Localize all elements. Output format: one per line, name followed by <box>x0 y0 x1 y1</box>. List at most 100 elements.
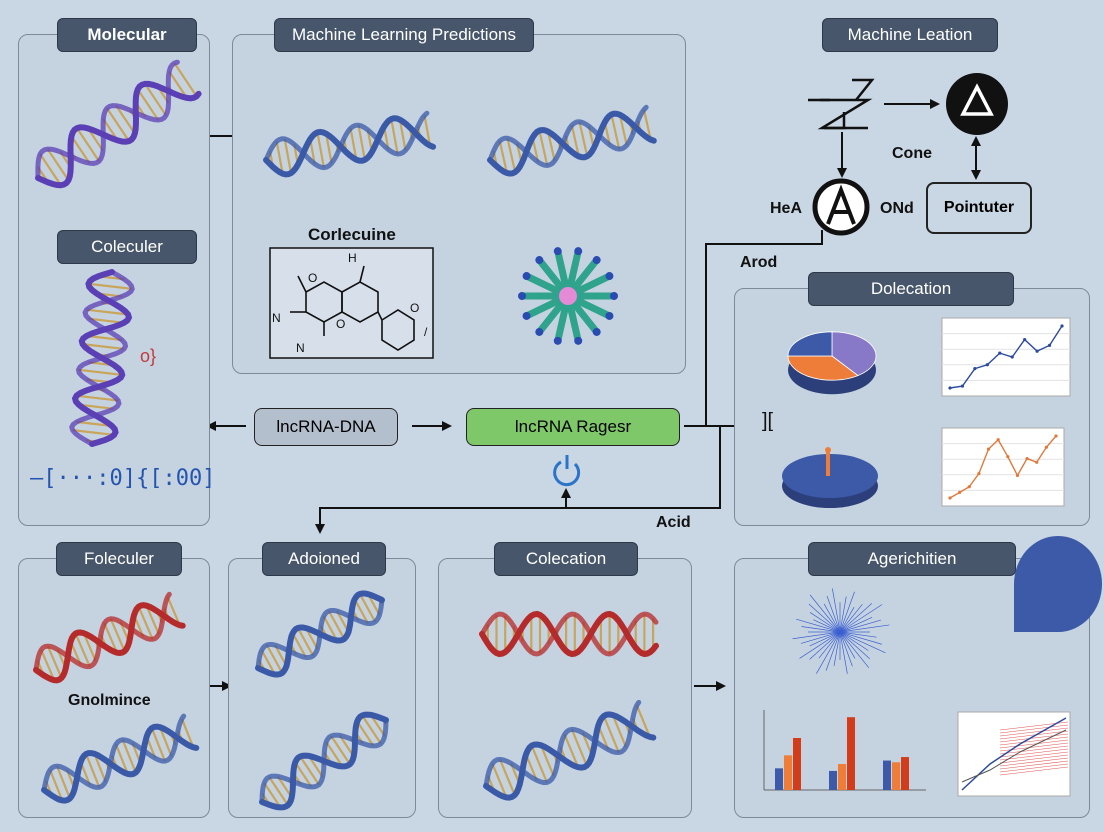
panel-title-coleculer: Coleculer <box>57 230 197 264</box>
burst-ray <box>809 612 841 633</box>
pie-slice <box>787 331 833 357</box>
data-point <box>1023 337 1027 342</box>
series-line <box>949 435 1057 499</box>
burst-ray <box>839 616 873 633</box>
burst-ray <box>839 631 886 654</box>
data-point <box>1054 434 1058 438</box>
acid-label: Acid <box>656 514 691 531</box>
line-chart-bottom <box>941 427 1065 507</box>
zigzag-icon <box>808 78 875 130</box>
burst-ray <box>813 619 841 633</box>
dna-helix-icon <box>255 590 385 678</box>
svg-text:/: / <box>424 325 428 339</box>
refresh-icon[interactable] <box>553 455 581 487</box>
burst-ray <box>839 631 882 645</box>
hatch-line <box>999 733 1069 743</box>
trend-chart <box>957 711 1071 797</box>
burst-ray <box>826 595 841 633</box>
burst-ray <box>831 588 841 633</box>
data-point <box>1010 355 1014 359</box>
hea-label: HeA <box>770 200 803 217</box>
burst-ray <box>809 631 841 660</box>
hatch-line <box>999 760 1069 770</box>
burst-ray <box>839 631 870 668</box>
data-point <box>958 490 962 494</box>
hatch-line <box>999 754 1069 764</box>
hatch-line <box>999 739 1069 749</box>
data-point <box>998 351 1002 355</box>
panel-title-dolecation: Dolecation <box>808 272 1014 306</box>
burst-ray <box>818 631 841 659</box>
burst-ray <box>839 631 853 667</box>
hatch-line <box>999 751 1069 761</box>
hatch-line <box>999 766 1069 776</box>
dna-helix-icon <box>479 610 659 658</box>
ond-label: ONd <box>880 200 914 217</box>
burst-ray <box>839 603 873 633</box>
data-point <box>1015 473 1020 478</box>
letter-a-icon <box>812 178 870 236</box>
burst-ray <box>839 604 883 633</box>
chart-frame <box>941 427 1065 507</box>
burst-ray <box>833 631 841 666</box>
o-bracket-label: o} <box>140 346 157 366</box>
data-point <box>948 496 952 500</box>
burst-ray <box>839 591 855 633</box>
burst-ray <box>796 618 841 633</box>
data-point <box>948 386 952 390</box>
molecule-network-icon <box>518 247 618 345</box>
big-pie <box>1014 536 1102 632</box>
burst-ray <box>839 631 856 659</box>
data-point <box>1047 343 1052 347</box>
bar <box>892 762 900 790</box>
data-point <box>985 363 989 367</box>
panel-title-foleculer: Foleculer <box>56 542 182 576</box>
burst-ray <box>839 631 848 674</box>
corlecuine-label: Corlecuine <box>308 225 396 244</box>
panel-colecation <box>438 558 692 818</box>
data-point <box>973 367 977 371</box>
data-point <box>977 471 981 476</box>
series-line <box>961 717 1067 791</box>
chemical-structure-icon: OHN NOO/ <box>269 247 434 359</box>
bracket-mark-label: ][ <box>762 410 774 432</box>
lncrna-ragesr-box: lncRNA Ragesr <box>466 408 680 446</box>
dna-helix-icon <box>263 110 437 178</box>
data-point <box>1035 349 1039 353</box>
triangle-icon <box>946 73 1008 135</box>
burst-ray <box>800 631 841 644</box>
bar <box>784 755 792 790</box>
hatch-line <box>999 724 1069 734</box>
panel-title-machine-lation: Machine Leation <box>822 18 998 52</box>
burst-ray <box>809 631 841 647</box>
data-point <box>996 438 1000 442</box>
burst-ray <box>839 606 855 633</box>
burst-ray <box>801 626 841 633</box>
bar <box>793 738 801 790</box>
svg-text:O: O <box>308 271 317 285</box>
lncrna-dna-box: lncRNA-DNA <box>254 408 398 446</box>
hatch-line <box>999 757 1069 767</box>
panel-title-adoioned: Adoioned <box>262 542 386 576</box>
bar <box>829 770 837 790</box>
pointuter-box: Pointuter <box>926 182 1032 234</box>
radial-burst <box>792 588 890 674</box>
line-chart-top <box>941 317 1071 397</box>
hatch-line <box>999 736 1069 746</box>
burst-ray <box>839 631 869 651</box>
chart-frame <box>941 317 1071 397</box>
burst-ray <box>808 603 841 633</box>
hatch-line <box>999 727 1069 737</box>
burst-ray <box>839 631 870 659</box>
data-point <box>1025 456 1029 461</box>
dna-helix-icon <box>69 269 135 447</box>
bar <box>847 717 855 790</box>
panel-title-agerichitien: Agerichitien <box>808 542 1016 576</box>
data-point <box>986 447 991 451</box>
dna-helix-icon <box>35 59 202 189</box>
cone-label: Cone <box>892 145 932 162</box>
data-point <box>1006 455 1010 459</box>
bar <box>883 760 891 790</box>
panel-title-colecation: Colecation <box>494 542 638 576</box>
code-glyphs-label: —[···:0]{[:00] <box>30 466 216 491</box>
